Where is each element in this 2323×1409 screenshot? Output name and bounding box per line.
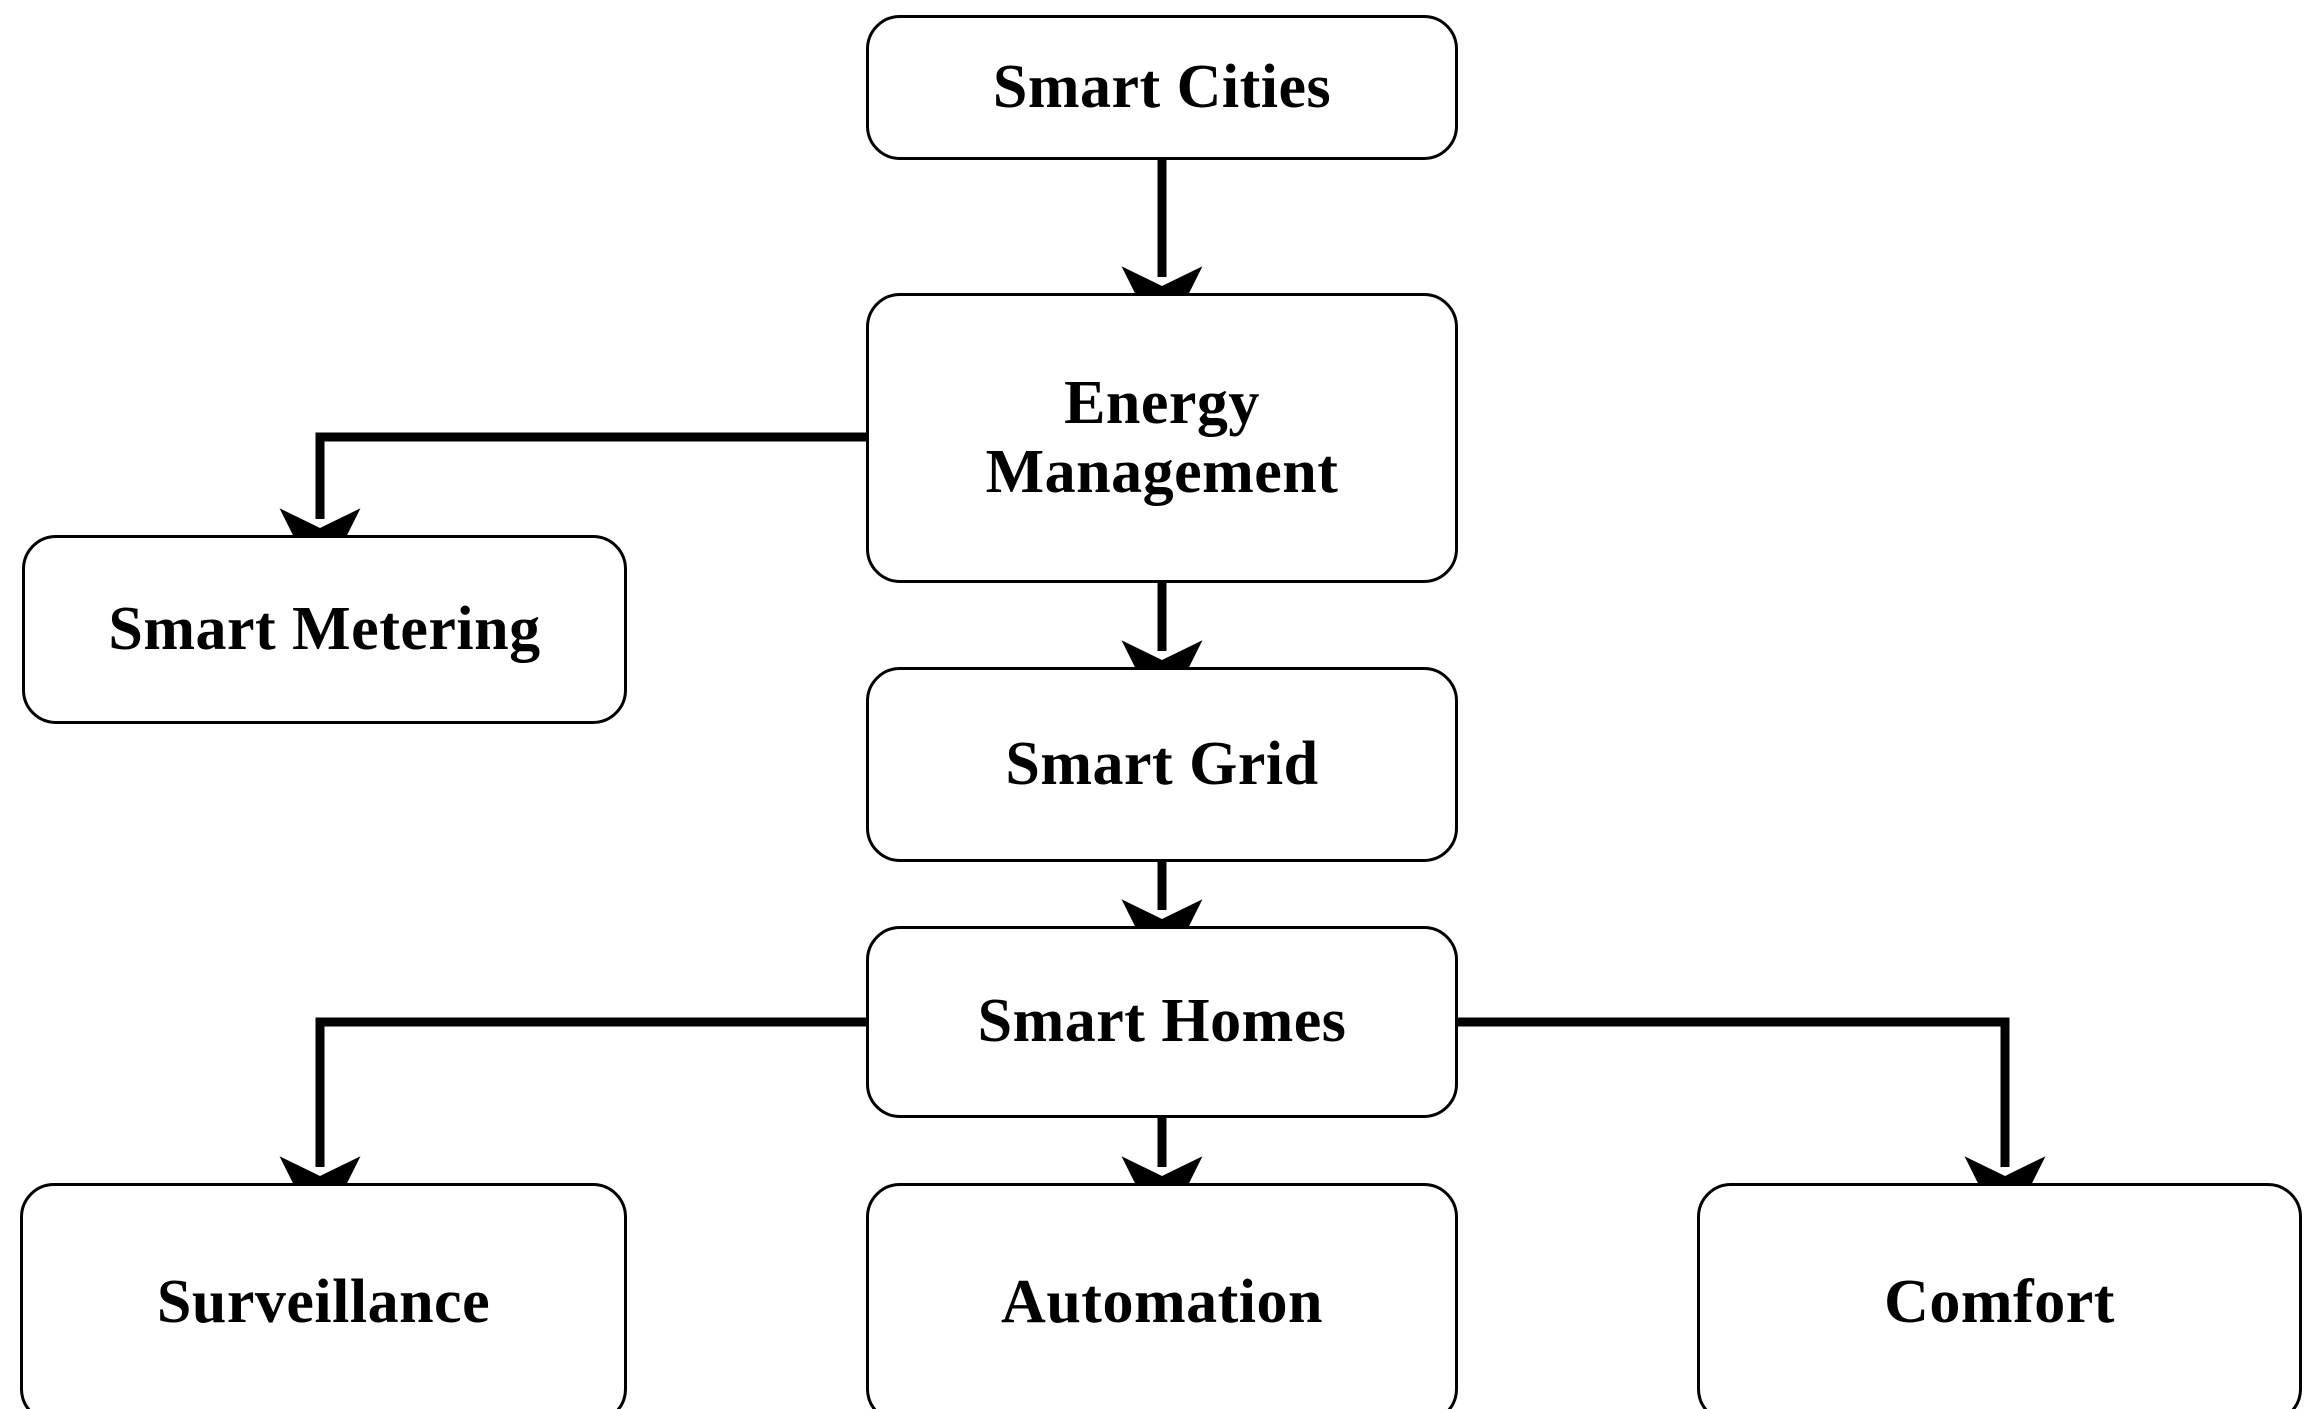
node-energy-management-label: Energy Management (985, 368, 1339, 506)
node-smart-metering-label: Smart Metering (108, 594, 541, 663)
edge-homes-to-surveillance (279, 1017, 866, 1238)
node-automation[interactable]: Automation (866, 1183, 1458, 1409)
node-smart-grid-label: Smart Grid (1005, 729, 1319, 798)
node-smart-cities-label: Smart Cities (992, 52, 1332, 121)
node-smart-grid[interactable]: Smart Grid (866, 667, 1458, 862)
edge-homes-to-comfort (1458, 1017, 2046, 1238)
node-smart-homes[interactable]: Smart Homes (866, 926, 1458, 1118)
node-comfort[interactable]: Comfort (1697, 1183, 2302, 1409)
node-smart-homes-label: Smart Homes (977, 987, 1347, 1056)
node-automation-label: Automation (1001, 1268, 1323, 1337)
node-smart-metering[interactable]: Smart Metering (22, 535, 627, 724)
node-surveillance-label: Surveillance (156, 1268, 491, 1337)
node-surveillance[interactable]: Surveillance (20, 1183, 627, 1409)
edge-energy-to-metering (279, 432, 866, 590)
node-comfort-label: Comfort (1884, 1268, 2115, 1337)
node-energy-management[interactable]: Energy Management (866, 293, 1458, 583)
node-smart-cities[interactable]: Smart Cities (866, 15, 1458, 160)
